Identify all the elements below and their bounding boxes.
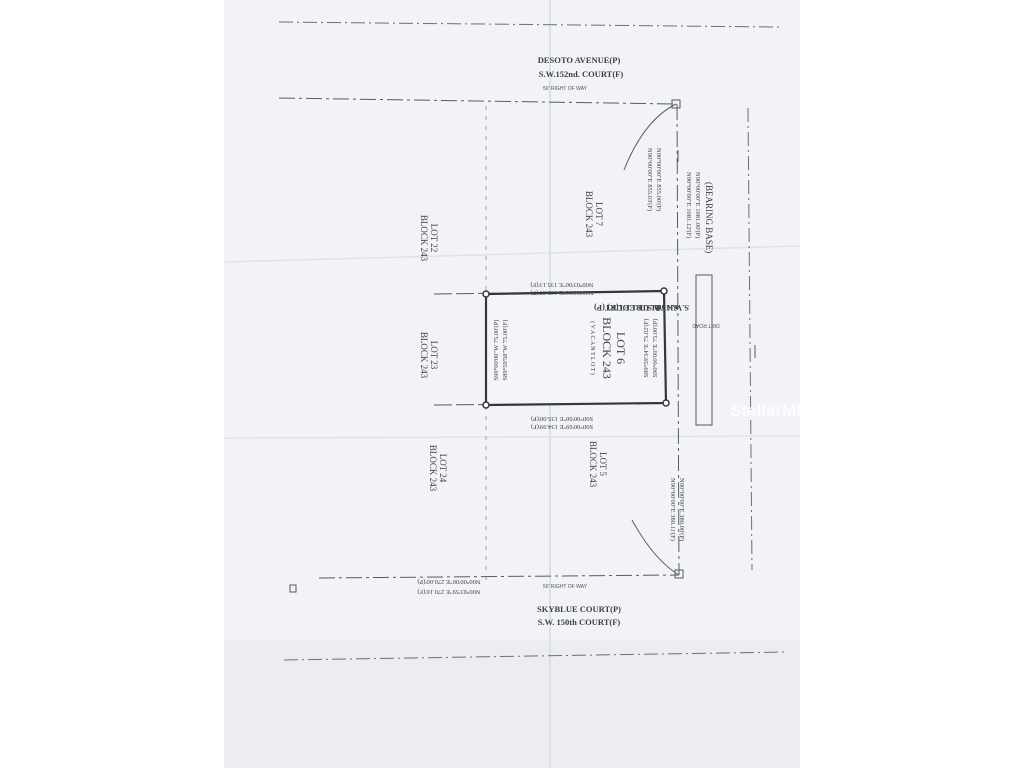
watermark: StellarMLS bbox=[730, 401, 800, 420]
lot-5-number: LOT 5 bbox=[598, 452, 608, 477]
south-segment-plat: N90°00'00"E 380.00'(P) bbox=[678, 478, 685, 541]
lot-23-block: BLOCK 243 bbox=[419, 332, 429, 379]
monument-symbol bbox=[289, 584, 297, 593]
bearing-base-field: N90°00'00"E 1081.12'(F) bbox=[685, 172, 692, 238]
north-street-name-plat: DESOTO AVENUE(P) bbox=[538, 55, 621, 65]
south-right-of-way-label: 50' RIGHT OF WAY bbox=[543, 584, 588, 590]
lot-22-number: LOT 22 bbox=[429, 224, 439, 253]
south-corner-arc bbox=[631, 519, 680, 576]
north-corner-marker bbox=[671, 99, 681, 109]
lot-corner-ne bbox=[660, 287, 668, 295]
lot-north-line-plat: N00°00'00"E 135.00'(P) bbox=[530, 289, 593, 296]
lot-24-number: LOT 24 bbox=[438, 454, 448, 483]
fold-crease-upper bbox=[224, 245, 800, 263]
north-segment-field: N90°00'00"E 855.03'(F) bbox=[646, 148, 653, 211]
lot-24-block: BLOCK 243 bbox=[428, 445, 438, 492]
south-street-name-field: S.W. 150th COURT(F) bbox=[538, 617, 621, 627]
lot-23-number: LOT 23 bbox=[429, 341, 439, 370]
survey-sheet: DIRT ROAD DESOTO AVENUE(P) S.W.152nd. CO… bbox=[224, 0, 800, 768]
south-segment-field: N90°00'00"E 380.11'(F) bbox=[669, 478, 676, 541]
east-street-name-field: S.W. 16th STREET(F) bbox=[607, 303, 689, 313]
lot-7-number: LOT 7 bbox=[594, 202, 604, 227]
north-right-of-way-line bbox=[278, 97, 677, 105]
lot-5-block: BLOCK 243 bbox=[588, 441, 598, 488]
dirt-road-box bbox=[695, 274, 713, 426]
north-right-of-way-label: 50' RIGHT OF WAY bbox=[543, 86, 588, 92]
bearing-base-label: (BEARING BASE) bbox=[704, 182, 714, 253]
north-road-centerline bbox=[278, 21, 780, 28]
south-street-name-plat: SKYBLUE COURT(P) bbox=[537, 604, 621, 614]
lot-22-block: BLOCK 243 bbox=[419, 215, 429, 262]
lot-corner-nw bbox=[482, 290, 490, 298]
lot-corner-se bbox=[662, 399, 670, 407]
west-line-field: N00°03'59"E 270.16'(F) bbox=[417, 588, 480, 595]
subject-lot-number: LOT 6 bbox=[614, 332, 628, 364]
lot-7-block: BLOCK 243 bbox=[584, 191, 594, 238]
lot-north-line-field: N00°03'00"E 135.13'(F) bbox=[530, 281, 593, 288]
survey-drawing: DIRT ROAD DESOTO AVENUE(P) S.W.152nd. CO… bbox=[224, 0, 800, 768]
subject-lot-block: BLOCK 243 bbox=[600, 317, 614, 379]
lot-south-line-plat: S00°00'00"E 135.00'(P) bbox=[531, 415, 593, 422]
south-corner-marker bbox=[674, 569, 684, 579]
north-corner-arc bbox=[623, 103, 677, 171]
south-road-centerline bbox=[283, 651, 785, 661]
south-right-of-way-line bbox=[318, 574, 680, 579]
fold-crease-lower bbox=[224, 435, 800, 439]
bearing-base-plat: N90°00'00"E 1081.00'(P) bbox=[694, 172, 701, 238]
dirt-road-label: DIRT ROAD bbox=[692, 322, 720, 328]
east-street-name-plat: SKYBLUE COURT(P) bbox=[594, 303, 678, 313]
lot-east-line-field: S89°59'34"E 75.02'(F) bbox=[643, 319, 650, 378]
lot-corner-sw bbox=[482, 401, 490, 409]
lot-west-line-plat: S90°00'00"W 75.00'(P) bbox=[493, 320, 500, 381]
lot-south-line-field: S00°00'09"E 134.99'(F) bbox=[531, 423, 593, 430]
east-road-centerline bbox=[747, 107, 753, 571]
subject-lot-status: ( V A C A N T L O T ) bbox=[589, 321, 596, 374]
north-street-name-field: S.W.152nd. COURT(F) bbox=[539, 69, 624, 79]
lot-east-line-plat: S90°00'00"E 75.00'(P) bbox=[652, 319, 659, 378]
west-line-plat: N00°00'00"E 270.00'(P) bbox=[417, 578, 480, 585]
east-right-of-way-line bbox=[676, 103, 680, 576]
paper-fold-shadow bbox=[224, 640, 800, 768]
lot-west-line-field: S89°59'58"W 75.00'(F) bbox=[502, 320, 509, 381]
north-segment-plat: N90°00'00"E 855.00'(P) bbox=[655, 148, 662, 211]
